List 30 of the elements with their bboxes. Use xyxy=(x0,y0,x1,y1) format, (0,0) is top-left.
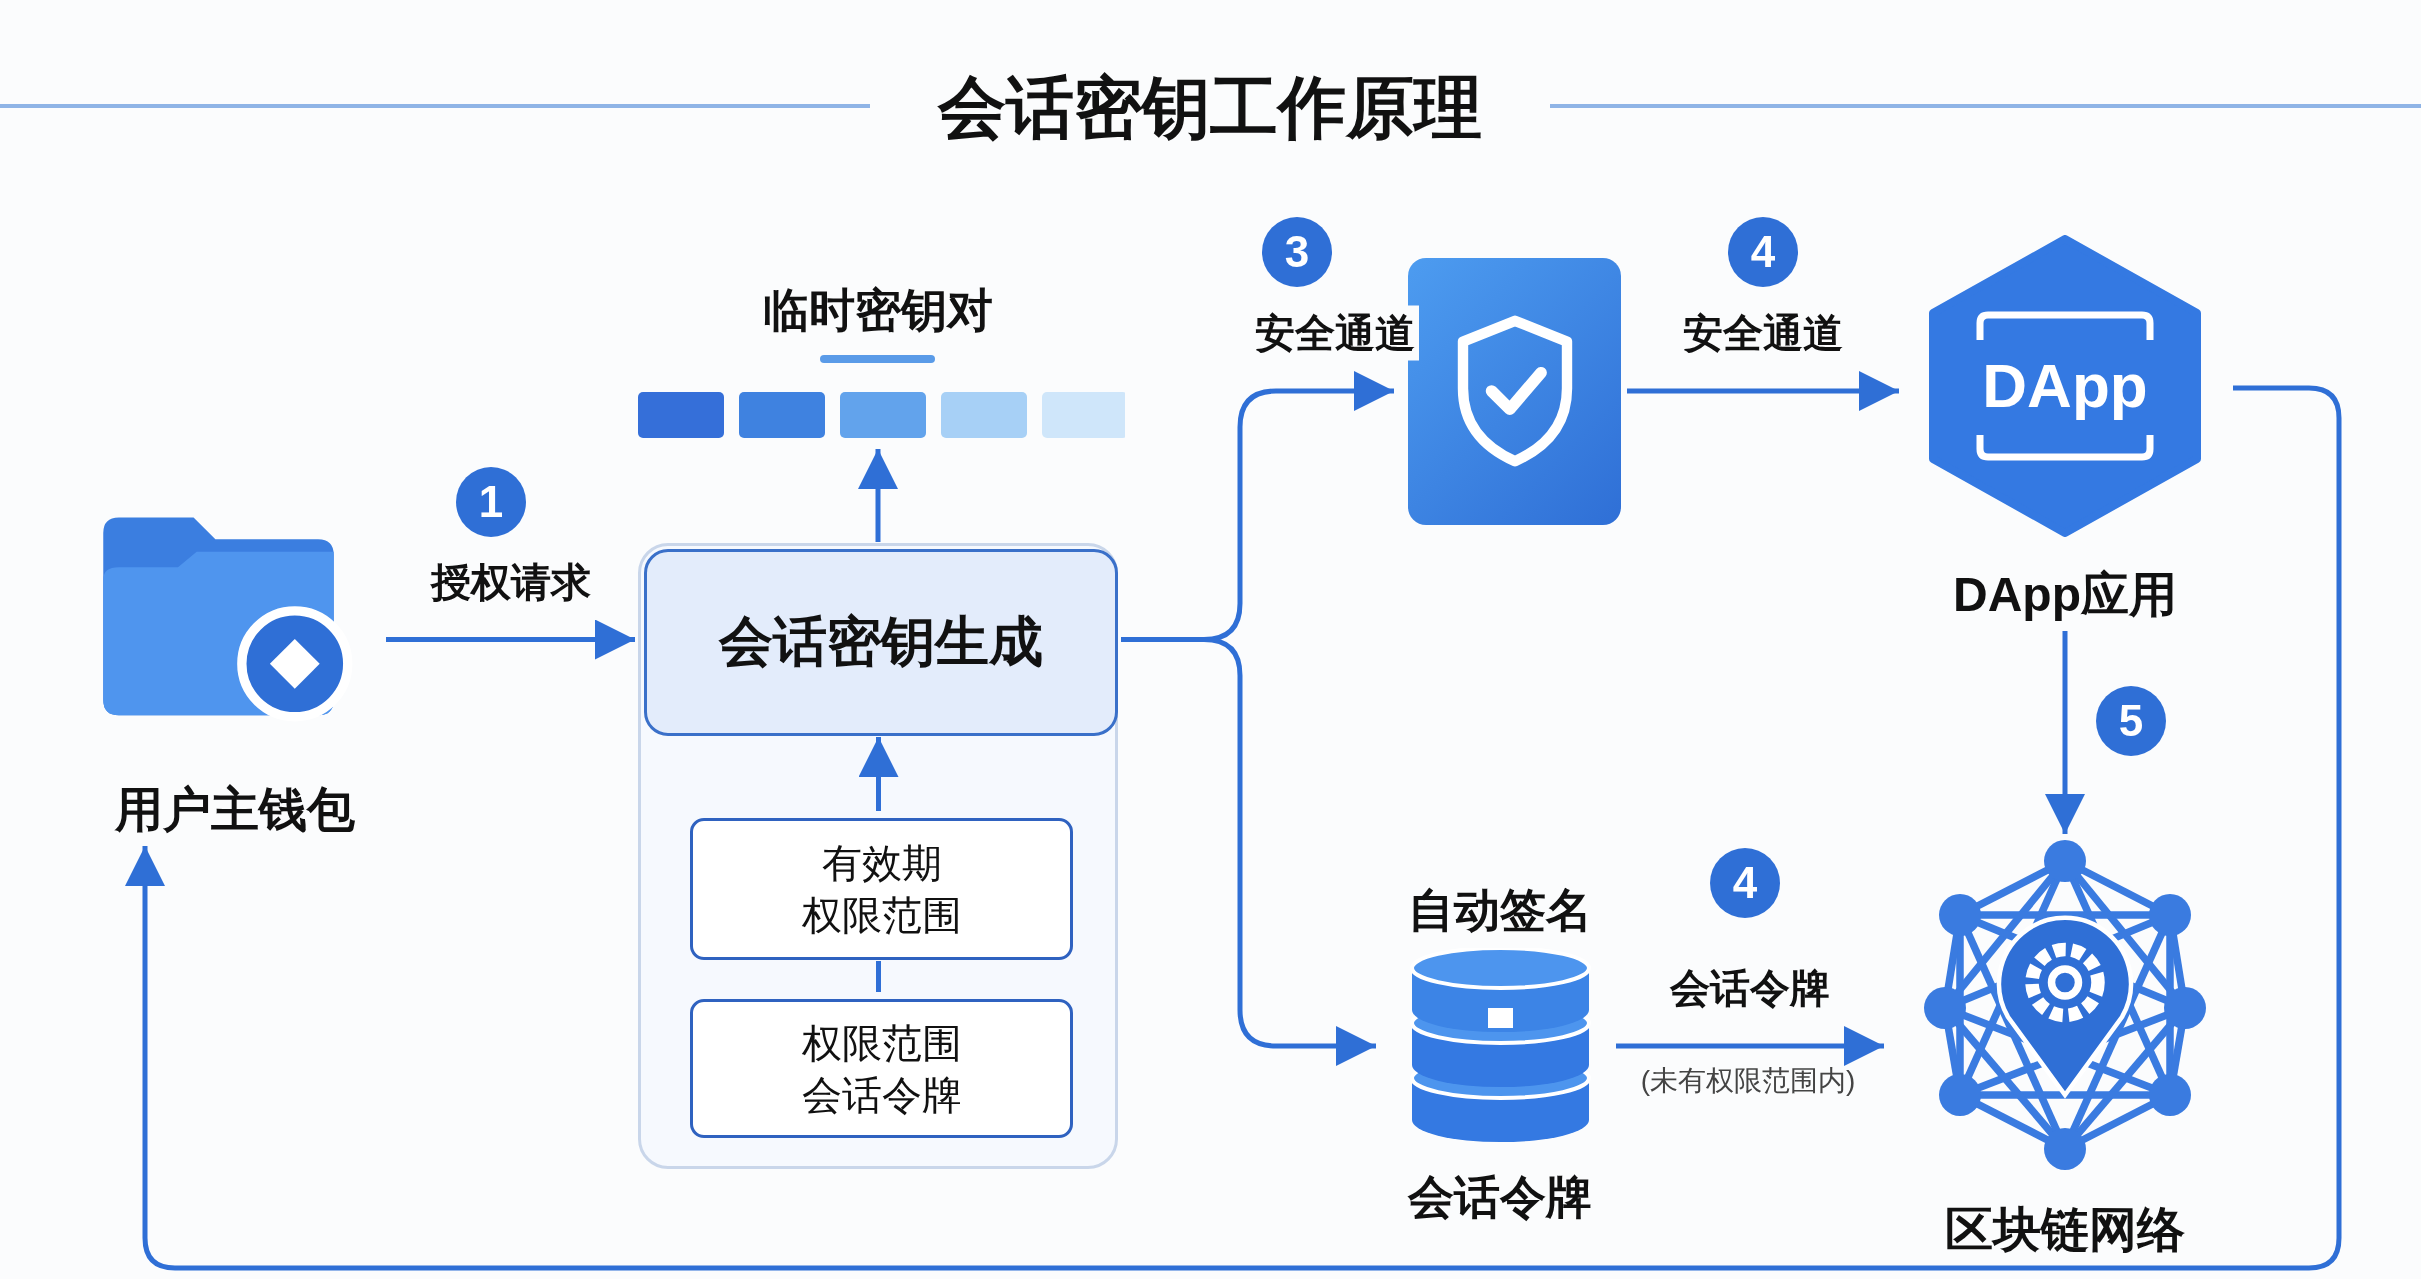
callout-number: 4 xyxy=(1710,848,1780,918)
arrow xyxy=(1616,1026,1884,1066)
arrow xyxy=(1121,637,1376,1066)
process-box xyxy=(690,818,1073,960)
callout-number: 4 xyxy=(1728,217,1798,287)
badge-text: DApp xyxy=(1981,350,2149,421)
callout-number: 5 xyxy=(2096,686,2166,756)
node-label: 临时密钥对 xyxy=(761,283,994,338)
node-label: 用户主钱包 xyxy=(113,782,356,838)
process-box xyxy=(644,549,1118,736)
process-box xyxy=(690,999,1073,1138)
arrow xyxy=(125,385,2342,1271)
box-text: 有效期权限范围 xyxy=(800,840,963,939)
arrow xyxy=(858,737,899,811)
callout-number: 1 xyxy=(456,467,526,537)
node-label: 自动签名 xyxy=(1407,883,1593,938)
node-label: 会话令牌 xyxy=(1406,1170,1593,1225)
note-text: (未有权限范围内) xyxy=(1640,1064,1856,1098)
connector-line xyxy=(876,961,881,992)
box-text: 权限范围会话令牌 xyxy=(800,1019,963,1119)
title: 会话密钥工作原理 xyxy=(938,67,1482,147)
arrow xyxy=(1627,371,1899,411)
panel xyxy=(638,543,1118,1169)
box-title: 会话密钥生成 xyxy=(717,610,1044,673)
arrow xyxy=(858,449,898,542)
callout-number: 3 xyxy=(1262,217,1332,287)
arrow xyxy=(2045,631,2085,834)
node-label: 区块链网络 xyxy=(1944,1202,2186,1258)
arrow xyxy=(386,619,635,660)
node-label: DApp应用 xyxy=(1952,567,2178,623)
